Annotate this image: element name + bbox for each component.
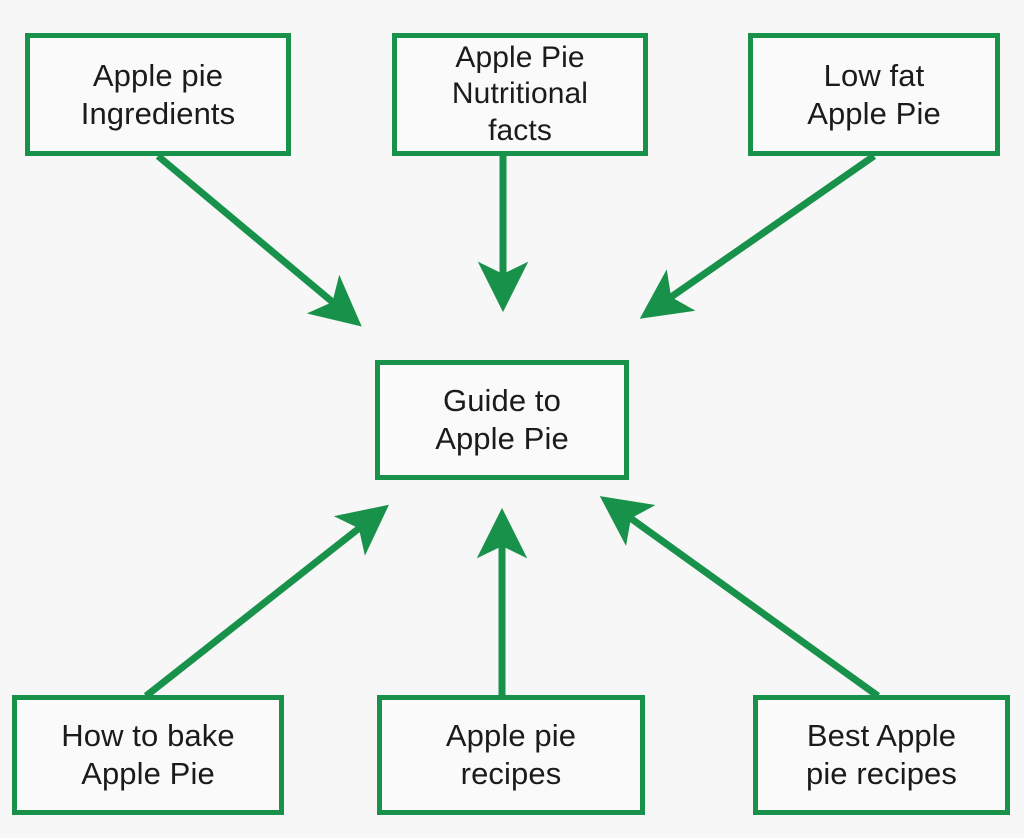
node-apple-pie-nutritional-facts[interactable]: Apple Pie Nutritional facts — [392, 33, 648, 156]
node-low-fat-apple-pie[interactable]: Low fat Apple Pie — [748, 33, 1000, 156]
edge-lowfat-to-guide — [639, 153, 876, 319]
node-label: Apple pie recipes — [445, 718, 577, 791]
node-apple-pie-recipes[interactable]: Apple pie recipes — [377, 695, 645, 815]
node-label: Apple Pie Nutritional facts — [451, 40, 589, 147]
node-best-apple-pie-recipes[interactable]: Best Apple pie recipes — [753, 695, 1010, 815]
node-apple-pie-ingredients[interactable]: Apple pie Ingredients — [25, 33, 291, 156]
node-label: Apple pie Ingredients — [80, 57, 236, 131]
node-label: How to bake Apple Pie — [61, 718, 235, 791]
node-how-to-bake-apple-pie[interactable]: How to bake Apple Pie — [12, 695, 284, 815]
node-label: Guide to Apple Pie — [435, 383, 569, 456]
edge-ingredients-to-guide — [155, 153, 362, 327]
node-guide-to-apple-pie[interactable]: Guide to Apple Pie — [375, 360, 629, 480]
node-label: Low fat Apple Pie — [807, 57, 941, 131]
edge-howtobake-to-guide — [143, 504, 389, 699]
edge-bestrecipes-to-guide — [599, 496, 881, 699]
node-label: Best Apple pie recipes — [805, 718, 957, 791]
